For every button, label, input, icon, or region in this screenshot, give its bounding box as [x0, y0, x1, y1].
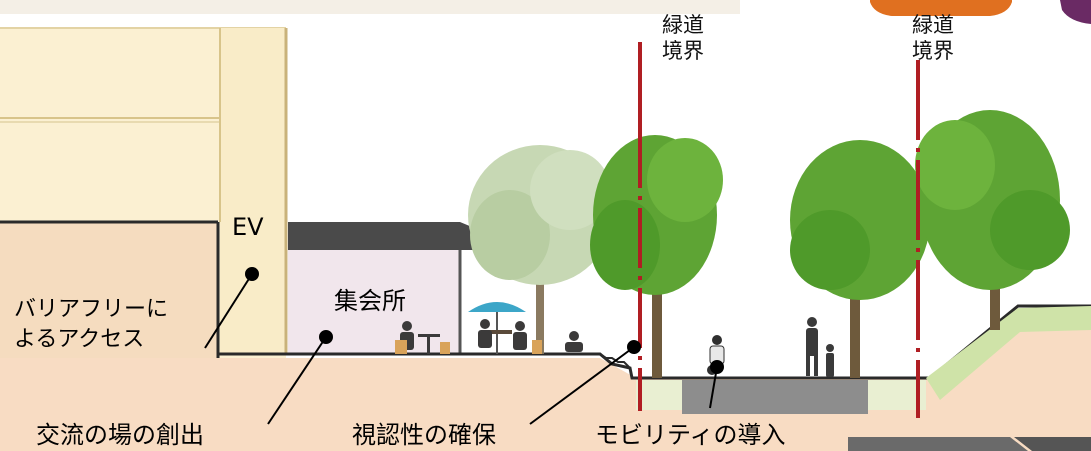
tree-light: [468, 145, 612, 354]
top-strip: [0, 0, 740, 14]
label-mobility: モビリティの導入: [595, 421, 786, 449]
label-barrier-free-line2: よるアクセス: [14, 327, 145, 352]
label-visibility: 視認性の確保: [352, 421, 496, 449]
nav-arrow-2[interactable]: [1014, 437, 1091, 451]
ev-shaft: [220, 28, 286, 353]
lower-floor-block: [0, 222, 218, 358]
tree-greenway-1: [590, 135, 723, 378]
people-cafe: [400, 319, 583, 354]
tree-greenway-3: [915, 110, 1070, 330]
nav-arrow-1[interactable]: [848, 437, 1028, 451]
tree-greenway-2: [790, 140, 930, 378]
purple-tab-chip[interactable]: [1060, 0, 1091, 24]
label-greenway-right: 緑道 境界: [912, 12, 954, 65]
label-barrier-free-line1: バリアフリーに: [14, 297, 169, 322]
orange-tab-chip[interactable]: [870, 0, 1012, 16]
label-greenway-right-line2: 境界: [912, 39, 954, 64]
ground: [0, 306, 1091, 451]
pedestrians: [806, 317, 834, 377]
label-meeting-hall: 集会所: [334, 287, 406, 315]
annotation-pointers: [204, 267, 724, 425]
label-greenway-right-line1: 緑道: [912, 13, 954, 37]
slope-grass: [926, 306, 1091, 400]
umbrella-table: [468, 302, 526, 354]
label-greenway-left: 緑道 境界: [662, 12, 704, 65]
label-greenway-left-line2: 境界: [662, 39, 704, 64]
label-exchange: 交流の場の創出: [36, 421, 204, 449]
pavement: [682, 380, 868, 414]
label-ev: EV: [232, 213, 264, 241]
canopy: [288, 222, 508, 250]
label-greenway-left-line1: 緑道: [662, 13, 704, 37]
